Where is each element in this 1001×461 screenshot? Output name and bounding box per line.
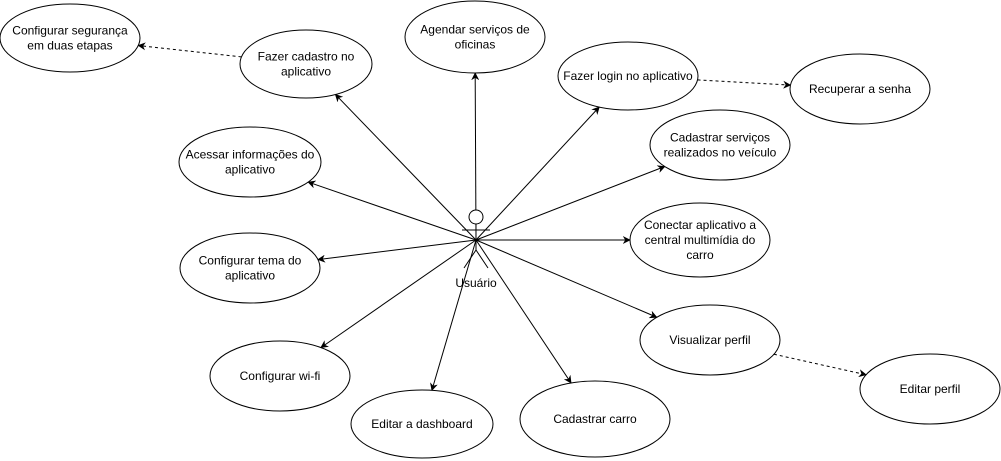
use-case-ellipse bbox=[789, 53, 931, 125]
use-case-label-line: central multimídia do bbox=[645, 233, 756, 247]
actor-usuario[interactable]: Usuário bbox=[455, 209, 497, 290]
association-servicos bbox=[475, 165, 666, 241]
use-case-label-line: Configurar wi-fi bbox=[240, 369, 321, 383]
use-case-label-line: Agendar serviços de bbox=[420, 23, 530, 37]
use-case-ellipse bbox=[859, 353, 1001, 425]
use-case-ellipse bbox=[557, 41, 699, 111]
association-acessar bbox=[307, 180, 477, 241]
use-case-label-line: carro bbox=[686, 248, 714, 262]
use-case-label-line: Configurar segurança bbox=[12, 24, 128, 38]
use-case-label-line: Configurar tema do bbox=[199, 254, 302, 268]
actor-left-leg bbox=[463, 249, 477, 269]
association-visualizar bbox=[475, 239, 658, 319]
use-case-label-line: Fazer login no aplicativo bbox=[563, 69, 693, 83]
use-case-label-line: aplicativo bbox=[225, 163, 275, 177]
use-case-label-line: realizados no veículo bbox=[664, 146, 777, 160]
use-case-carro[interactable]: Cadastrar carro bbox=[519, 380, 671, 458]
use-case-ellipse bbox=[350, 389, 494, 459]
use-case-label-line: oficinas bbox=[455, 38, 496, 52]
association-dashboard bbox=[430, 239, 477, 392]
use-case-ellipse bbox=[629, 202, 771, 278]
use-case-ellipse bbox=[0, 3, 141, 73]
use-case-label-line: Acessar informações do bbox=[186, 148, 315, 162]
use-case-label-line: em duas etapas bbox=[27, 39, 112, 53]
actor-head bbox=[468, 209, 484, 225]
use-case-label-line: Editar perfil bbox=[900, 382, 961, 396]
actor-right-leg bbox=[475, 249, 489, 269]
use-case-ellipse bbox=[639, 304, 781, 376]
association-cadastro bbox=[334, 93, 477, 241]
dependency-visualizar-to-editarperfil bbox=[773, 353, 867, 378]
association-login bbox=[475, 106, 600, 241]
dependency-login-to-recuperar bbox=[697, 79, 792, 89]
actor-label: Usuário bbox=[455, 276, 497, 290]
use-case-label-line: aplicativo bbox=[281, 65, 331, 79]
use-case-login[interactable]: Fazer login no aplicativo bbox=[557, 41, 699, 111]
use-case-label-line: aplicativo bbox=[225, 269, 275, 283]
use-case-visualizar[interactable]: Visualizar perfil bbox=[639, 304, 781, 376]
use-case-label-line: Conectar aplicativo a bbox=[644, 218, 756, 232]
use-case-label-line: Cadastrar serviços bbox=[670, 131, 770, 145]
use-case-dashboard[interactable]: Editar a dashboard bbox=[350, 389, 494, 459]
association-carro bbox=[475, 239, 572, 384]
use-case-label-line: Visualizar perfil bbox=[669, 333, 750, 347]
use-case-label-line: Recuperar a senha bbox=[809, 82, 911, 96]
association-wifi bbox=[320, 239, 477, 349]
edges-layer bbox=[137, 42, 867, 392]
use-case-editarperfil[interactable]: Editar perfil bbox=[859, 353, 1001, 425]
use-case-ellipse bbox=[178, 126, 322, 198]
use-case-ellipse bbox=[209, 340, 351, 412]
use-case-ellipse bbox=[404, 0, 546, 74]
use-case-recuperar[interactable]: Recuperar a senha bbox=[789, 53, 931, 125]
dependency-cadastro-to-seg2 bbox=[137, 42, 242, 58]
use-case-ellipse bbox=[519, 380, 671, 458]
use-case-wifi[interactable]: Configurar wi-fi bbox=[209, 340, 351, 412]
use-case-ellipse bbox=[179, 232, 321, 304]
use-case-ellipse bbox=[239, 29, 373, 99]
use-case-label-line: Editar a dashboard bbox=[371, 417, 472, 431]
use-case-label-line: Cadastrar carro bbox=[553, 412, 637, 426]
association-tema bbox=[317, 239, 477, 263]
use-case-label-line: Fazer cadastro no bbox=[258, 50, 355, 64]
use-case-ellipse bbox=[649, 109, 791, 181]
